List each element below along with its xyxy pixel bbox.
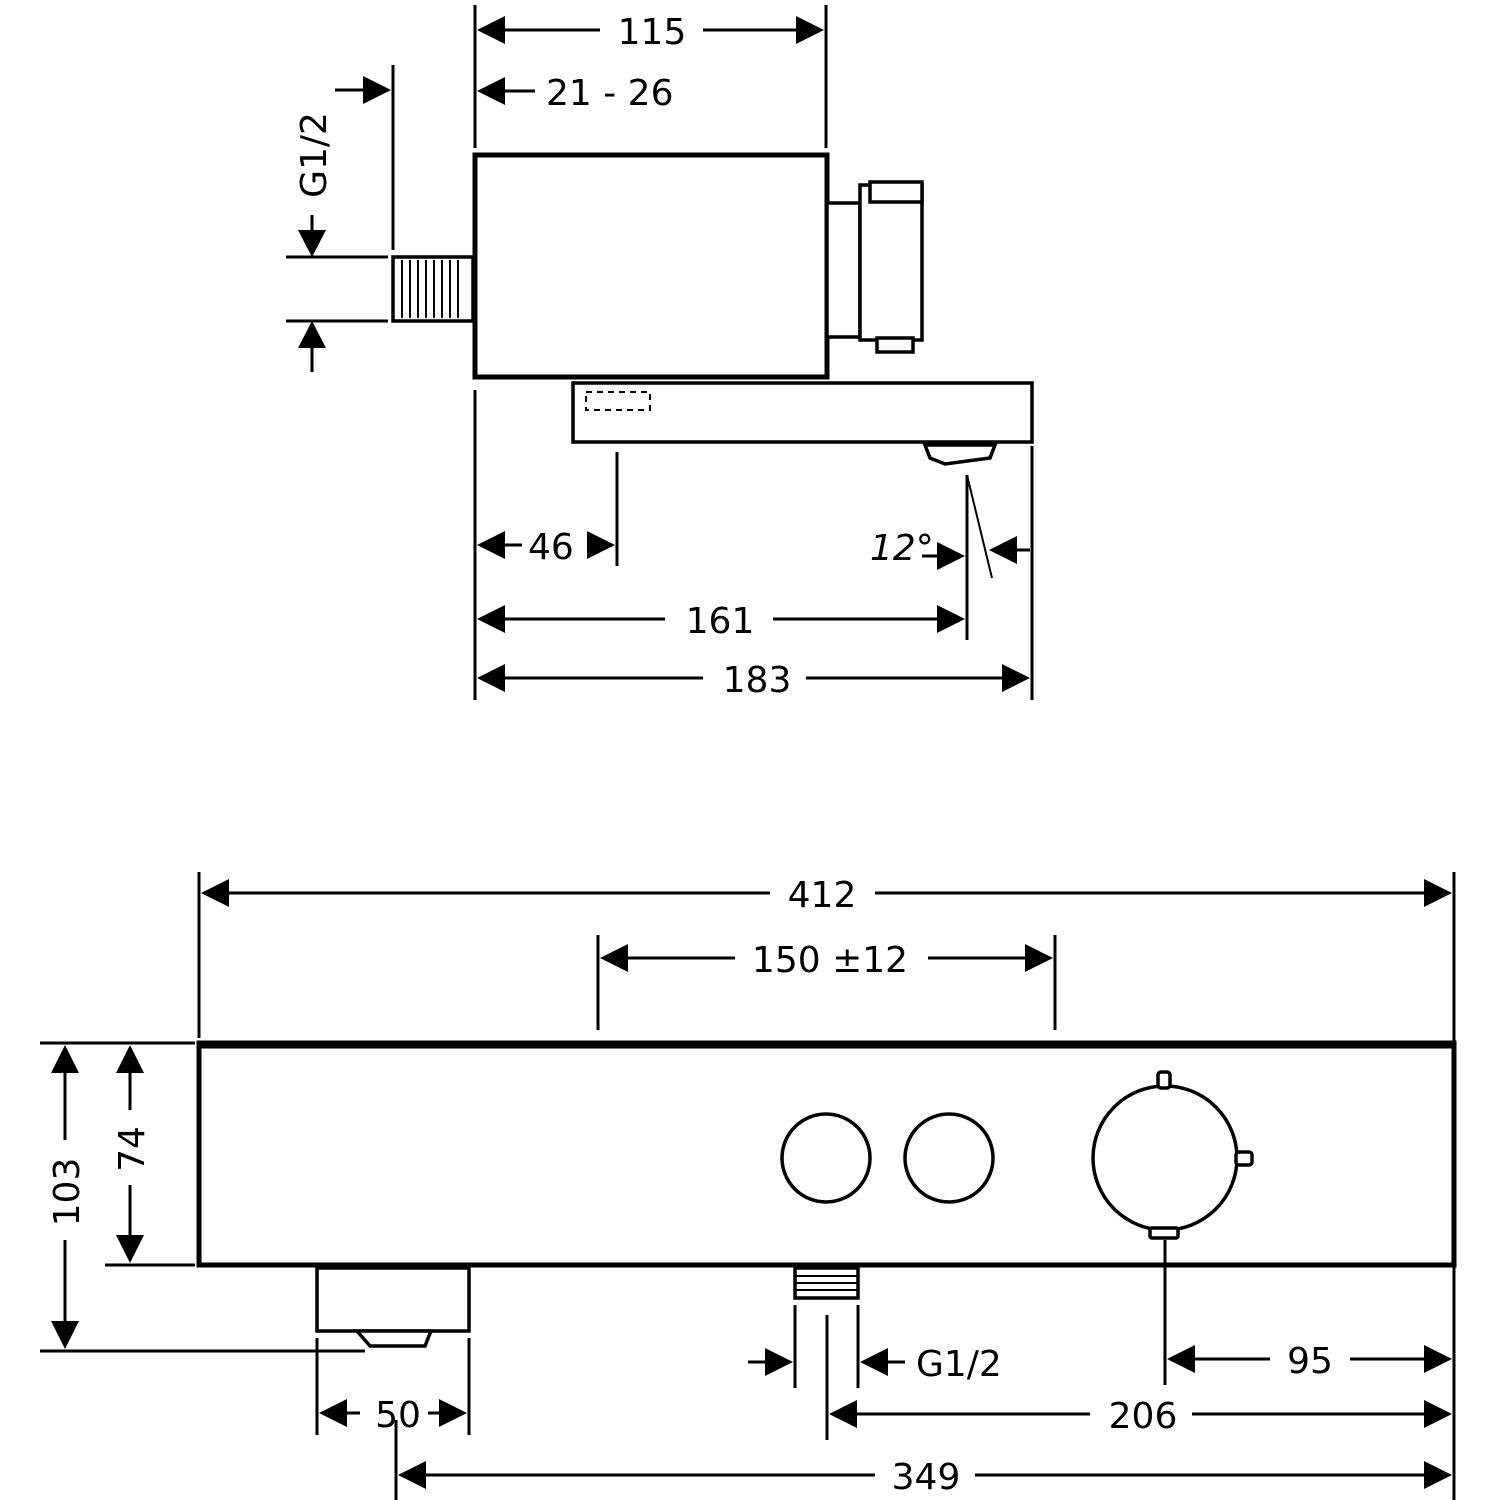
dim-150-label: 150 ±12: [752, 940, 908, 981]
front-outlet-thread: [793, 1266, 860, 1300]
side-spout: [571, 381, 1034, 466]
dim-50-line: [315, 1338, 471, 1435]
front-view: 412 150 ±12 103 74: [40, 872, 1457, 1500]
dim-183-label: 183: [723, 660, 792, 701]
dim-21-26-line: [477, 77, 535, 105]
dim-95-line: [1163, 1240, 1452, 1385]
dim-46-label: 46: [528, 527, 574, 568]
dim-74-label: 74: [112, 1126, 153, 1172]
dim-349-label: 349: [892, 1457, 961, 1498]
dim-206-line: [825, 1315, 1452, 1440]
dim-12deg-label: 12°: [870, 528, 934, 569]
dim-115-line: [473, 5, 828, 148]
dim-412-label: 412: [788, 875, 857, 916]
front-spout: [315, 1266, 471, 1348]
side-body: [472, 152, 830, 380]
dim-g12-vertical-label: G1/2: [294, 112, 335, 198]
dim-150-line: [596, 935, 1057, 1030]
dim-12deg-line: [922, 446, 1034, 700]
dim-74-line: [105, 1045, 195, 1267]
dim-g12-vertical-line: [286, 65, 395, 372]
dim-21-26-label: 21 - 26: [546, 73, 674, 114]
dim-161-line: [477, 605, 965, 633]
side-inlet-thread: [391, 255, 475, 323]
dim-183-line: [477, 664, 1030, 692]
front-thermostat-knob: [1091, 1070, 1254, 1240]
side-knob: [825, 180, 924, 354]
dim-103-label: 103: [47, 1158, 88, 1227]
dim-50-label: 50: [375, 1395, 421, 1436]
dim-161-label: 161: [686, 601, 755, 642]
front-button-right: [903, 1112, 995, 1204]
dim-95-label: 95: [1287, 1341, 1333, 1382]
dim-206-label: 206: [1109, 1396, 1178, 1437]
dim-115-label: 115: [618, 12, 687, 53]
dim-g12-line: [748, 1305, 905, 1388]
dim-103-line: [40, 1041, 365, 1353]
dim-349-line: [394, 1420, 1452, 1500]
side-view: 115 21 - 26 G1/2 46: [286, 5, 1034, 701]
dim-g12-label: G1/2: [916, 1344, 1002, 1385]
front-button-left: [780, 1112, 872, 1204]
dim-46-line: [473, 390, 619, 700]
dim-412-line: [197, 872, 1456, 1500]
